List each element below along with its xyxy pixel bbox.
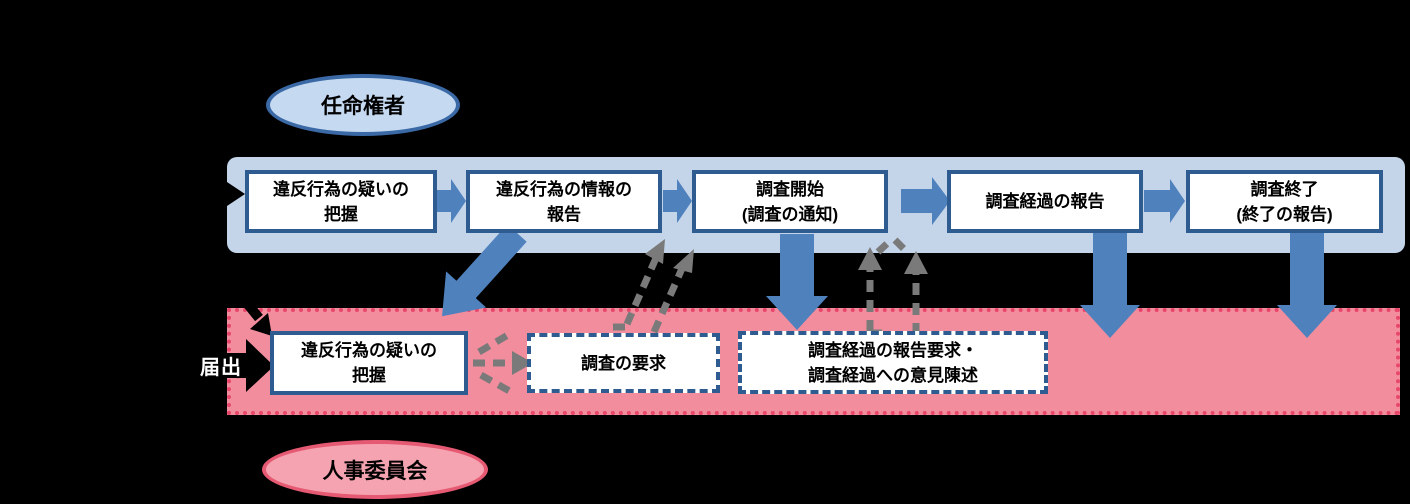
- notification-label: 届出: [200, 357, 242, 379]
- arrow-step-1-2: [437, 179, 466, 223]
- arrow-dashed-fan-request: [473, 328, 515, 397]
- arrow-progress-report-down: [1080, 233, 1140, 338]
- committee-box-suspicion: 違反行為の疑いの 把握: [270, 331, 468, 395]
- box-label-line: 調査経過への意見陳述: [808, 365, 978, 385]
- arrowhead-dashed-vert-1: [858, 247, 882, 270]
- arrowhead-dashed-request: [512, 351, 533, 375]
- arrow-report-to-committee: [442, 224, 527, 317]
- arrow-step-4-5: [1144, 179, 1185, 223]
- arrow-step-3-4: [901, 177, 950, 225]
- arrow-investigation-notice-down: [766, 234, 828, 330]
- arrowhead-dashed-diag-2: [673, 249, 694, 273]
- box-label-line: 調査経過の報告要求・: [808, 340, 978, 360]
- arrow-external-to-appointer: [206, 182, 245, 206]
- box-label-line: 違反行為の疑いの: [301, 341, 437, 360]
- arrow-end-report-down: [1277, 233, 1337, 338]
- box-label-line: 調査開始: [756, 179, 824, 199]
- box-label-line: 把握: [324, 204, 358, 224]
- appointer-box-investigation-start: 調査開始 (調査の通知): [692, 170, 888, 233]
- arrowhead-dashed-diag-1: [645, 239, 665, 264]
- box-label-line: (終了の報告): [1236, 204, 1333, 224]
- box-label-line: (調査の通知): [741, 204, 839, 224]
- arrow-step-2-3: [663, 179, 692, 223]
- arrow-dashed-investigation-demand: [613, 256, 688, 334]
- personnel-committee-ellipse: 人事委員会: [262, 440, 488, 499]
- appointer-box-investigation-end: 調査終了 (終了の報告): [1186, 170, 1383, 233]
- arrow-external-to-committee: [238, 293, 272, 336]
- box-label-line: 報告: [547, 204, 581, 224]
- appointer-box-progress-report: 調査経過の報告: [947, 170, 1143, 233]
- appointer-box-info-report: 違反行為の情報の 報告: [466, 170, 662, 233]
- committee-box-investigation-request: 調査の要求: [527, 333, 720, 393]
- arrow-dashed-progress-demand: [866, 237, 930, 341]
- box-label-line: 調査終了: [1250, 179, 1319, 199]
- appointer-ellipse: 任命権者: [266, 74, 460, 136]
- arrowhead-dashed-vert-2: [904, 251, 928, 274]
- box-label-line: 違反行為の情報の: [496, 179, 632, 199]
- box-label-line: 調査の要求: [581, 353, 666, 373]
- committee-box-progress-demand: 調査経過の報告要求・ 調査経過への意見陳述: [738, 331, 1048, 394]
- box-label-line: 把握: [352, 366, 386, 385]
- arrow-notification: [214, 339, 274, 392]
- box-label-line: 調査経過の報告: [985, 192, 1105, 211]
- personnel-committee-label: 人事委員会: [322, 459, 428, 483]
- appointer-label: 任命権者: [321, 95, 405, 118]
- box-label-line: 違反行為の疑いの: [273, 179, 409, 199]
- appointer-box-suspicion: 違反行為の疑いの 把握: [245, 170, 437, 233]
